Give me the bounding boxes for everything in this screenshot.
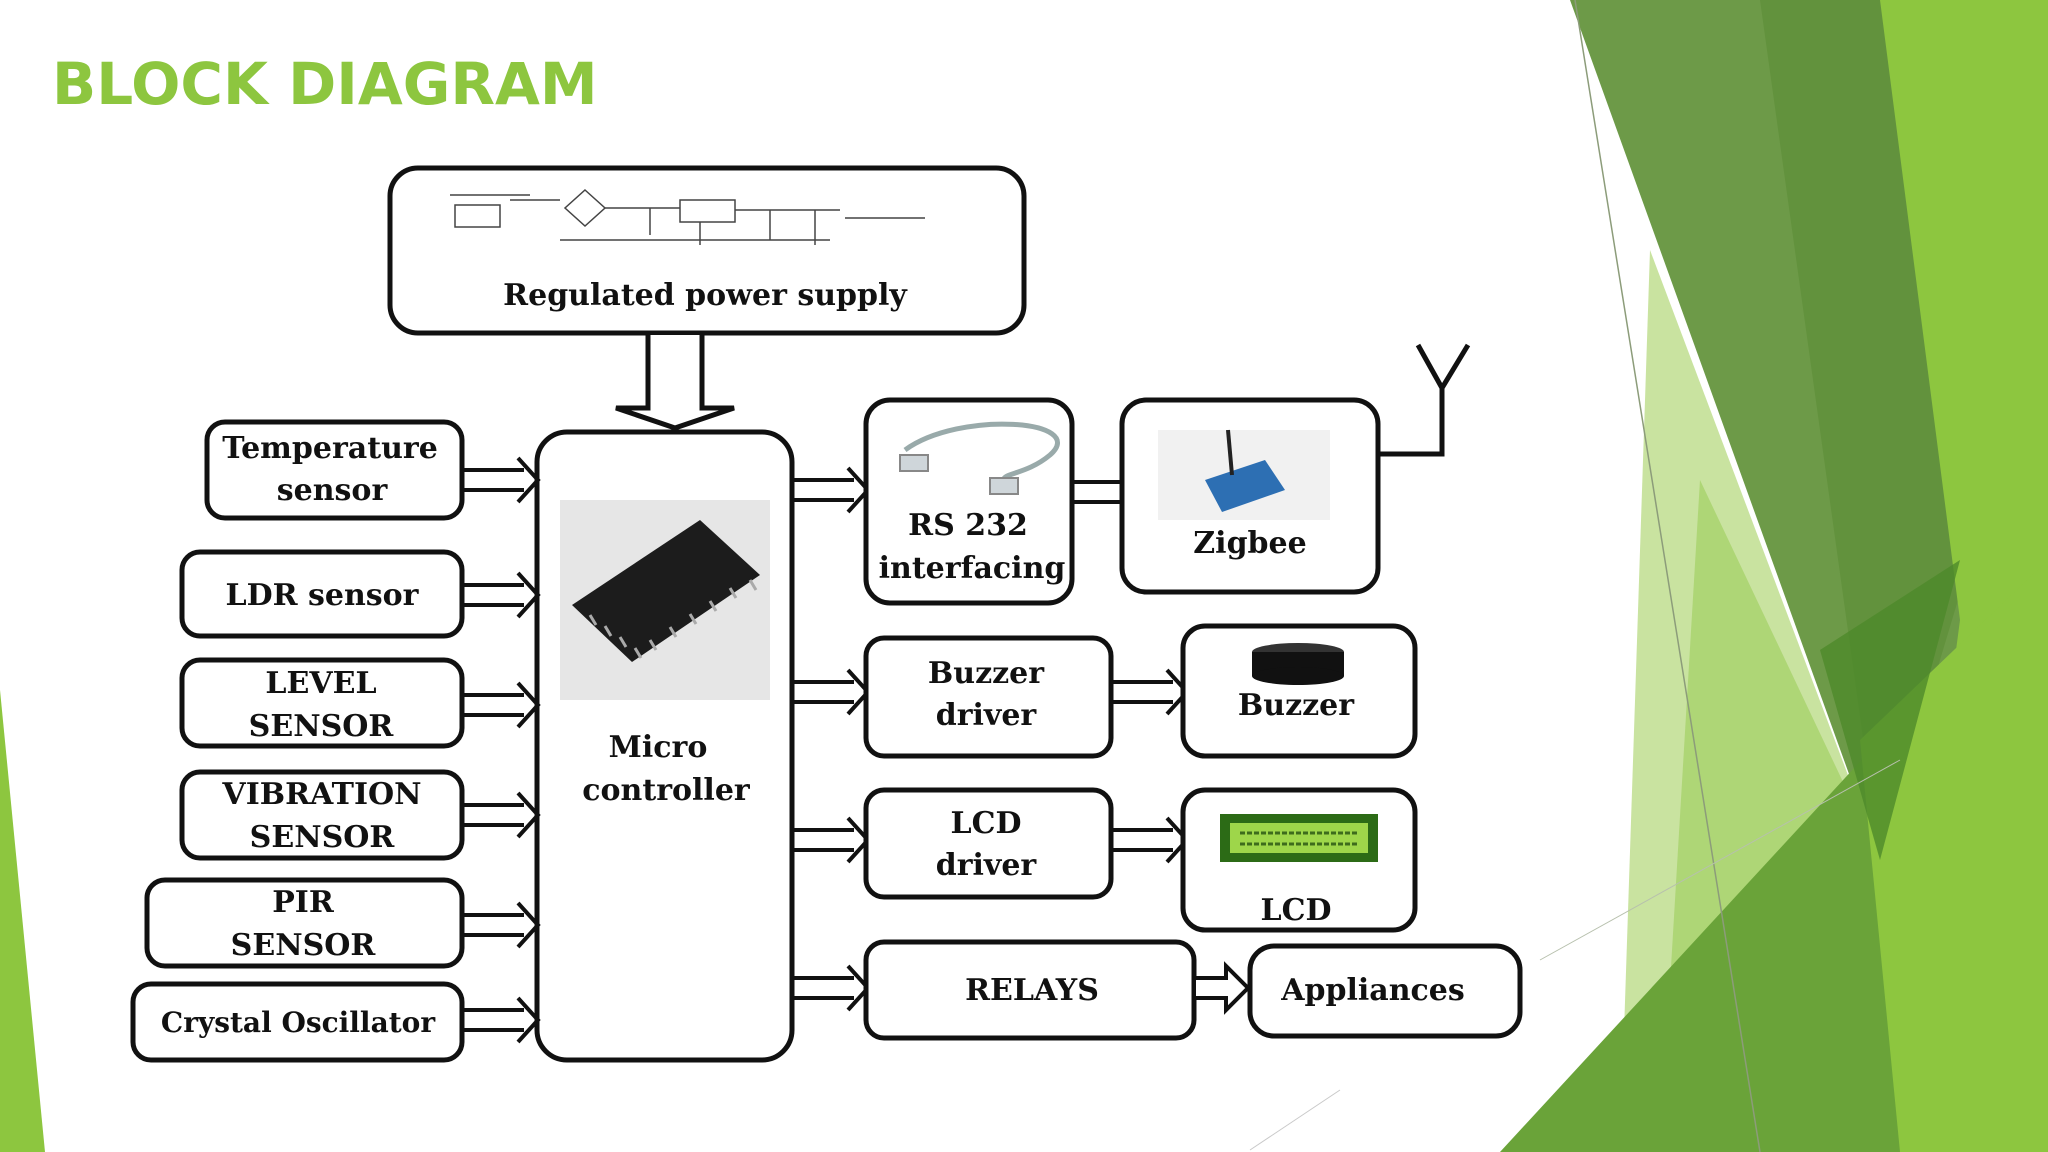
input-level-sensor: LEVEL SENSOR <box>179 657 465 749</box>
pir-label-line1: PIR <box>272 885 335 920</box>
zigbee-block: Zigbee <box>1119 397 1381 595</box>
buzzer-driver-label-line2: driver <box>936 698 1038 733</box>
microcontroller-label-line1: Micro <box>609 730 708 765</box>
relays-label: RELAYS <box>965 973 1099 1008</box>
serial-cable-image <box>899 421 1060 495</box>
buzzer-driver-arrow <box>1109 668 1189 716</box>
buzzer-driver-block: Buzzer driver <box>863 635 1114 759</box>
buzzer-block: Buzzer <box>1180 623 1418 759</box>
output-arrows <box>790 466 870 1012</box>
input-arrows <box>460 456 540 1044</box>
power-supply-block: Regulated power supply <box>387 165 1027 336</box>
level-label-line2: SENSOR <box>249 709 395 744</box>
appliances-block: Appliances <box>1247 943 1523 1039</box>
lcd-image <box>1220 814 1378 862</box>
relays-to-appliances-arrow <box>1196 961 1251 1015</box>
ldr-label: LDR sensor <box>226 578 420 613</box>
rs232-label-line1: RS 232 <box>908 508 1028 543</box>
input-ldr-sensor: LDR sensor <box>179 549 465 639</box>
microcontroller-block: Micro controller <box>534 429 795 1063</box>
buzzer-driver-label-line1: Buzzer <box>928 656 1045 691</box>
power-circuit-schematic <box>450 188 925 245</box>
lcd-driver-arrow <box>1109 816 1189 864</box>
buzzer-label: Buzzer <box>1238 688 1355 723</box>
microcontroller-label-line2: controller <box>582 773 751 808</box>
rs232-block: RS 232 interfacing <box>863 397 1075 606</box>
level-label-line1: LEVEL <box>265 666 376 701</box>
input-crystal-oscillator: Crystal Oscillator <box>130 981 465 1063</box>
lcd-block: LCD <box>1180 787 1418 933</box>
zigbee-module-image <box>1158 429 1330 520</box>
appliances-label: Appliances <box>1280 973 1465 1008</box>
power-arrow <box>615 335 735 431</box>
power-supply-label: Regulated power supply <box>503 278 908 313</box>
crystal-label: Crystal Oscillator <box>161 1006 436 1039</box>
rs232-label-line2: interfacing <box>879 551 1066 586</box>
lcd-driver-block: LCD driver <box>863 787 1114 900</box>
chip-image <box>560 500 770 700</box>
lcd-label: LCD <box>1261 893 1332 928</box>
pir-label-line2: SENSOR <box>231 928 377 963</box>
input-vibration-sensor: VIBRATION SENSOR <box>179 769 465 861</box>
temperature-label-line2: sensor <box>277 473 389 508</box>
input-pir-sensor: PIR SENSOR <box>144 877 465 969</box>
slide-title: BLOCK DIAGRAM <box>52 50 598 118</box>
vibration-label-line1: VIBRATION <box>221 777 421 812</box>
input-temperature-sensor: Temperature sensor <box>204 419 465 521</box>
lcd-driver-label-line1: LCD <box>951 806 1022 841</box>
temperature-label-line1: Temperature <box>222 431 438 466</box>
vibration-label-line2: SENSOR <box>250 820 396 855</box>
antenna-icon <box>1378 343 1471 457</box>
buzzer-image <box>1252 643 1344 685</box>
zigbee-label: Zigbee <box>1193 526 1306 561</box>
relays-block: RELAYS <box>863 939 1197 1041</box>
lcd-driver-label-line2: driver <box>936 848 1038 883</box>
